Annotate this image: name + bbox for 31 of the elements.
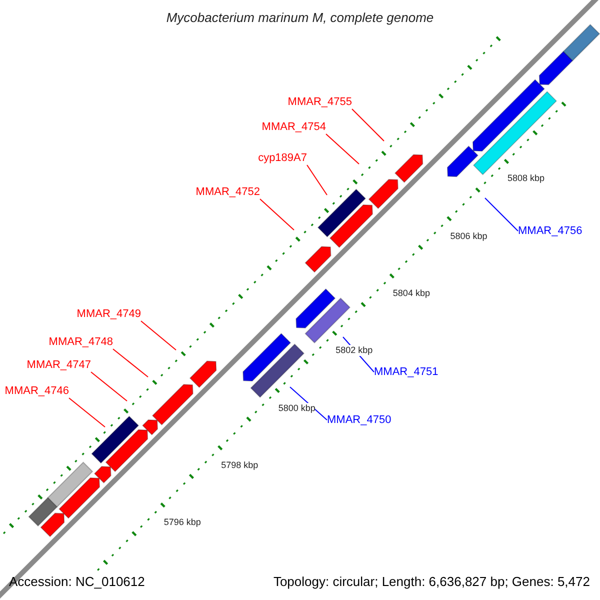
genome-info-text: Topology: circular; Length: 6,636,827 bp; Genes: 5,472 (273, 574, 590, 590)
leader-line (484, 198, 518, 232)
leader-line (112, 348, 148, 378)
diagram-title: Mycobacterium marinum M, complete genome (165, 10, 435, 25)
accession-text: Accession: NC_010612 (9, 574, 145, 590)
leader-line (326, 134, 360, 164)
leader-line (68, 398, 106, 428)
scale-label: 5808 kbp (507, 173, 545, 184)
scale-label: 5804 kbp (392, 288, 430, 299)
gene-label: MMAR_4755 (288, 95, 352, 109)
scale-label: 5806 kbp (450, 230, 488, 242)
scale-label: 5802 kbp (336, 345, 373, 356)
leader-line (90, 372, 128, 402)
scale-label: 5800 kbp (278, 402, 316, 414)
gene-label: MMAR_4748 (48, 335, 113, 349)
gene-label: MMAR_4749 (76, 307, 141, 321)
gene-label: MMAR_4752 (196, 185, 260, 199)
leader-line (140, 320, 176, 350)
gene-label: MMAR_4756 (518, 224, 582, 238)
scale-label: 5798 kbp (221, 460, 258, 471)
scale-label: 5796 kbp (164, 517, 201, 528)
leader-line (352, 108, 384, 142)
gene-label: cyp189A7 (258, 151, 307, 165)
leader-line (306, 164, 328, 196)
gene-label: MMAR_4750 (327, 413, 392, 427)
gene-label: MMAR_4747 (26, 358, 91, 372)
leader-line (260, 198, 294, 230)
leader-line (290, 386, 328, 420)
gene-label: MMAR_4751 (374, 365, 438, 379)
gene-label: MMAR_4754 (262, 120, 326, 134)
gene-label: MMAR_4746 (4, 384, 69, 398)
